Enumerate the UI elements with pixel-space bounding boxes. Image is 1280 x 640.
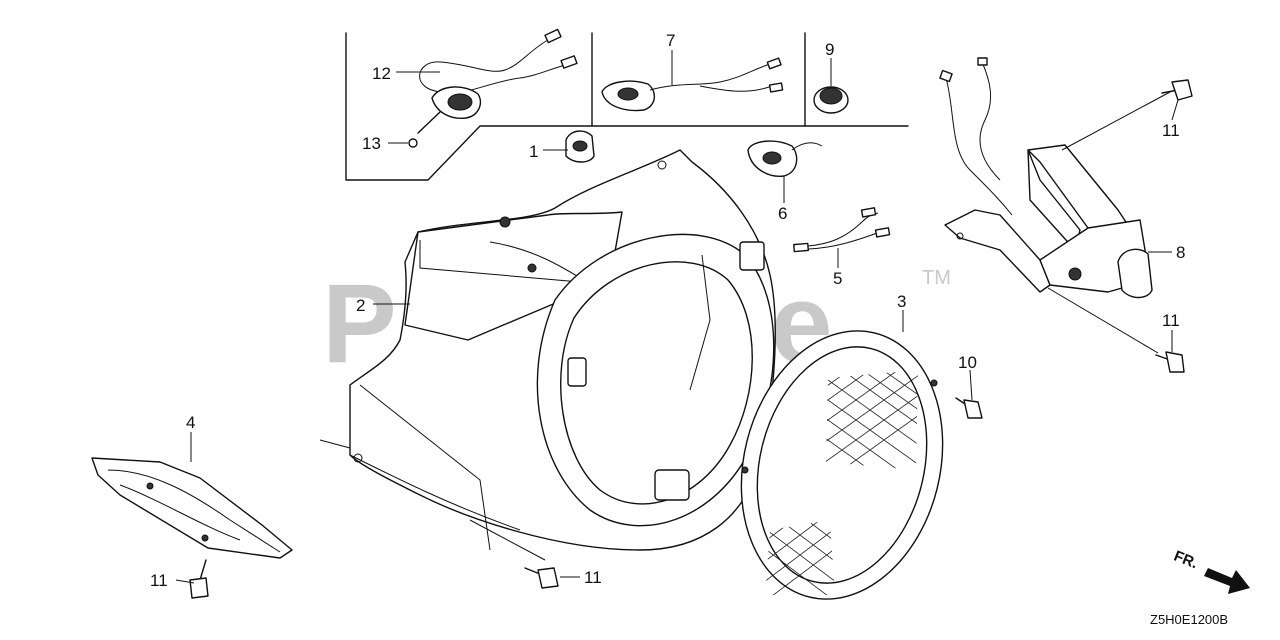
part-10-bolt[interactable] (955, 397, 983, 419)
callout-12: 12 (372, 64, 391, 83)
callout-7: 7 (666, 31, 675, 50)
callout-13: 13 (362, 134, 381, 153)
callout-11-center: 11 (584, 568, 602, 587)
callout-4: 4 (186, 413, 195, 432)
callout-labels: 12 13 7 9 1 6 5 8 11 11 2 3 10 4 11 11 (150, 31, 1185, 590)
part-12-sensor[interactable] (417, 28, 578, 134)
callout-11-left: 11 (150, 571, 168, 590)
direction-label: FR. (1171, 548, 1200, 573)
part-6-switch[interactable] (747, 140, 823, 177)
part-4-guide[interactable] (91, 457, 293, 559)
callout-5: 5 (833, 269, 842, 288)
callout-9: 9 (825, 40, 834, 59)
part-11-bolt-left[interactable] (189, 559, 209, 599)
callout-3: 3 (897, 292, 906, 311)
part-11-bolt-right[interactable] (1155, 351, 1185, 373)
part-9-grommet[interactable] (813, 86, 849, 114)
part-8-bracket[interactable] (939, 57, 1153, 299)
watermark-trademark: TM (922, 267, 951, 289)
callout-11-top: 11 (1162, 121, 1180, 140)
part-11-bolt-center[interactable] (524, 567, 559, 589)
front-direction-indicator: FR. (1171, 548, 1250, 594)
part-5-wire[interactable] (793, 207, 891, 253)
part-1-clip[interactable] (565, 130, 595, 163)
part-3-screen[interactable] (714, 309, 970, 620)
part-13-screw[interactable] (408, 138, 418, 148)
part-2-fan-cover[interactable] (319, 149, 776, 551)
callout-10: 10 (958, 353, 977, 372)
callout-11-right: 11 (1162, 311, 1180, 330)
callout-1: 1 (529, 142, 538, 161)
inset-frame (345, 32, 909, 181)
arrow-right-icon (1204, 568, 1250, 594)
callout-6: 6 (778, 204, 787, 223)
diagram-code: Z5H0E1200B (1150, 612, 1228, 627)
part-7-sensor[interactable] (601, 57, 784, 112)
callout-8: 8 (1176, 243, 1185, 262)
callout-2: 2 (356, 296, 365, 315)
part-11-bolt-top[interactable] (1161, 79, 1193, 101)
leader-lines (175, 50, 1179, 584)
